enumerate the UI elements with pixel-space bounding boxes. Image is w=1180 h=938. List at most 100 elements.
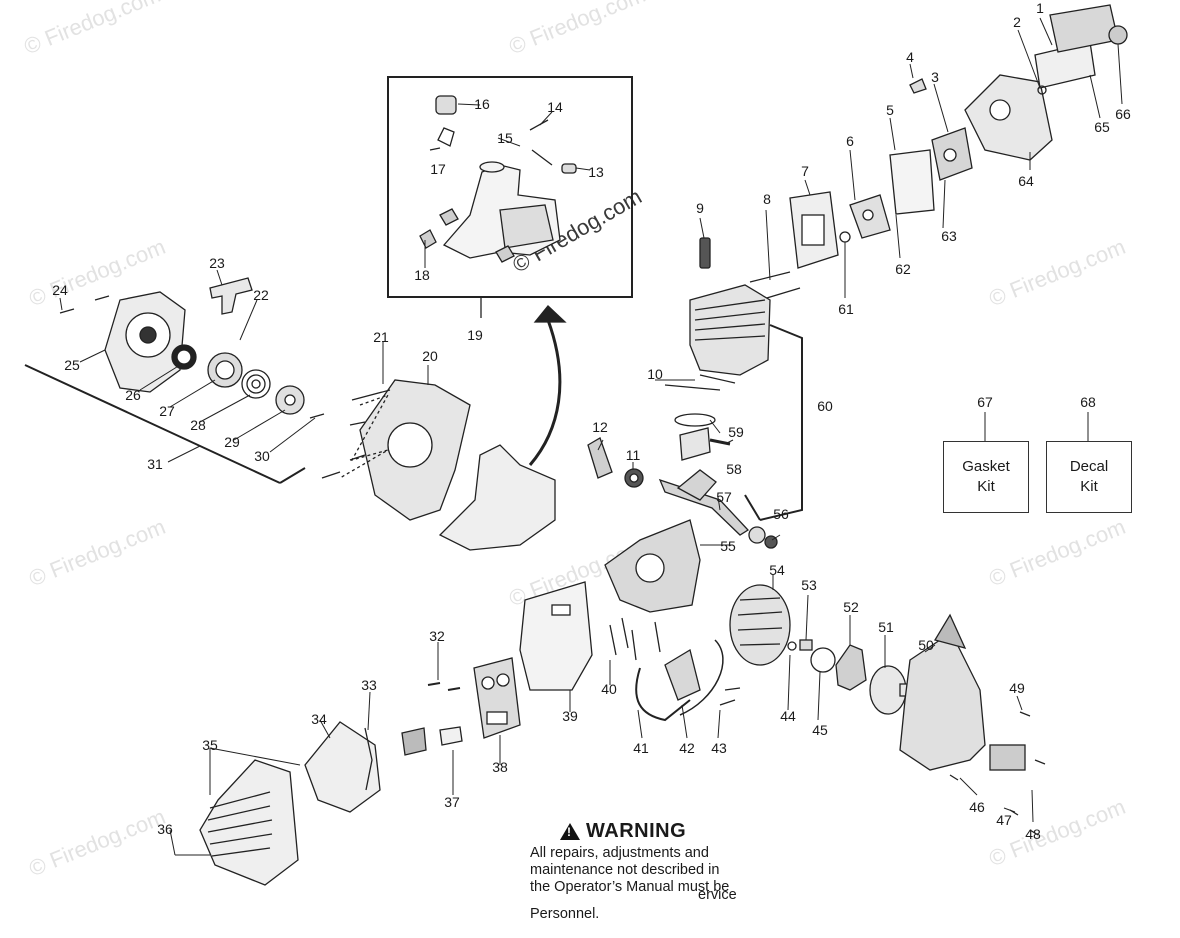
starter-pulley-part <box>207 352 243 388</box>
part-number: 47 <box>996 812 1012 828</box>
part-number: 22 <box>253 287 269 303</box>
gasket-kit-box: Gasket Kit <box>943 441 1029 513</box>
gasket-10-part <box>664 374 736 391</box>
part-number: 45 <box>812 722 828 738</box>
warning-title: WARNING <box>586 820 687 842</box>
part-number: 21 <box>373 329 389 345</box>
part-number: 46 <box>969 799 985 815</box>
part-number: 26 <box>125 387 141 403</box>
part-number: 1 <box>1036 0 1044 16</box>
spark-plug-lead-part <box>635 667 691 722</box>
warning-icon <box>560 823 580 840</box>
part-number: 35 <box>202 737 218 753</box>
fuel-line-part <box>529 119 553 166</box>
part-number: 44 <box>780 708 796 724</box>
carburetor-part <box>931 127 973 181</box>
part-number: 8 <box>763 191 771 207</box>
screws-43 <box>719 687 741 706</box>
muffler-screws <box>427 682 461 691</box>
part-number: 3 <box>931 69 939 85</box>
air-filter-cover-part <box>964 74 1053 161</box>
washer-45-part <box>810 647 836 673</box>
warning-notice: WARNING All repairs, adjustments and mai… <box>530 820 770 923</box>
arrow-head <box>533 305 567 323</box>
part-number: 50 <box>918 637 934 653</box>
spacer-part <box>439 726 463 746</box>
warning-body: All repairs, adjustments and maintenance… <box>530 845 770 923</box>
gasket-part <box>889 149 935 215</box>
part-number: 34 <box>311 711 327 727</box>
recoil-spring-coil-part <box>241 369 271 399</box>
part-number: 37 <box>444 794 460 810</box>
flywheel-part <box>729 584 791 666</box>
cylinder-part <box>689 284 771 376</box>
part-number: 42 <box>679 740 695 756</box>
part-number: 24 <box>52 282 68 298</box>
pawl-plate-part <box>275 385 305 415</box>
knob-part <box>1108 25 1128 45</box>
intake-adapter-part <box>849 194 891 239</box>
gasket-kit-label: Gasket Kit <box>962 458 1010 495</box>
part-number: 9 <box>696 200 704 216</box>
fuel-filter-part <box>561 163 577 174</box>
part-number: 41 <box>633 740 649 756</box>
part-number: 58 <box>726 461 742 477</box>
part-number: 12 <box>592 419 608 435</box>
warning-line: maintenance not described in <box>530 862 720 878</box>
clutch-housing-part <box>899 613 1026 771</box>
part-number: 15 <box>497 130 513 146</box>
part-number: 32 <box>429 628 445 644</box>
warning-line: the Operator’s Manual must be <box>530 879 730 895</box>
part-number: 38 <box>492 759 508 775</box>
nut-53-part <box>799 639 813 651</box>
muffler-part <box>473 657 521 739</box>
crankshaft-part <box>658 469 750 536</box>
leader-lines <box>59 17 1123 856</box>
part-number: 17 <box>430 161 446 177</box>
part-number: 55 <box>720 538 736 554</box>
part-number: 56 <box>773 506 789 522</box>
seal-part <box>748 526 766 544</box>
part-number: 13 <box>588 164 604 180</box>
part-number: 10 <box>647 366 663 382</box>
fuel-tank-mounts <box>419 208 515 263</box>
part-number: 6 <box>846 133 854 149</box>
fuel-tank-inset-box <box>387 76 633 298</box>
screws-46-47-48-49 <box>949 711 1046 836</box>
part-number: 49 <box>1009 680 1025 696</box>
part-number: 61 <box>838 301 854 317</box>
part-number: 16 <box>474 96 490 112</box>
fuel-tank-part <box>442 161 561 259</box>
part-number: 19 <box>467 327 483 343</box>
primer-part <box>909 78 927 94</box>
crankcase-part <box>604 519 701 613</box>
part-number: 18 <box>414 267 430 283</box>
group-bracket-31 <box>24 364 281 484</box>
part-number: 40 <box>601 681 617 697</box>
part-number: 4 <box>906 49 914 65</box>
part-number: 11 <box>625 447 641 463</box>
spark-plug-part <box>699 237 711 269</box>
clutch-part <box>835 644 867 691</box>
warning-line: Personnel. <box>530 906 600 922</box>
part-number: 30 <box>254 448 270 464</box>
screws <box>59 295 325 419</box>
air-filter-part <box>789 191 839 269</box>
warning-line: All repairs, adjustments and <box>530 845 709 861</box>
starter-handle-part <box>209 277 253 315</box>
washer-44-part <box>787 641 797 651</box>
screws-33 <box>364 727 373 791</box>
grommet-part <box>429 147 441 151</box>
fuel-cap-part <box>435 95 457 147</box>
part-number: 5 <box>886 102 894 118</box>
filter-cover-part <box>1049 4 1119 53</box>
recoil-spring-part <box>171 344 197 370</box>
part-number: 27 <box>159 403 175 419</box>
engine-cover-part <box>199 721 381 886</box>
decal-kit-label: Decal Kit <box>1069 458 1109 495</box>
part-number: 51 <box>878 619 894 635</box>
part-number: 67 <box>977 394 993 410</box>
part-number: 48 <box>1025 826 1041 842</box>
